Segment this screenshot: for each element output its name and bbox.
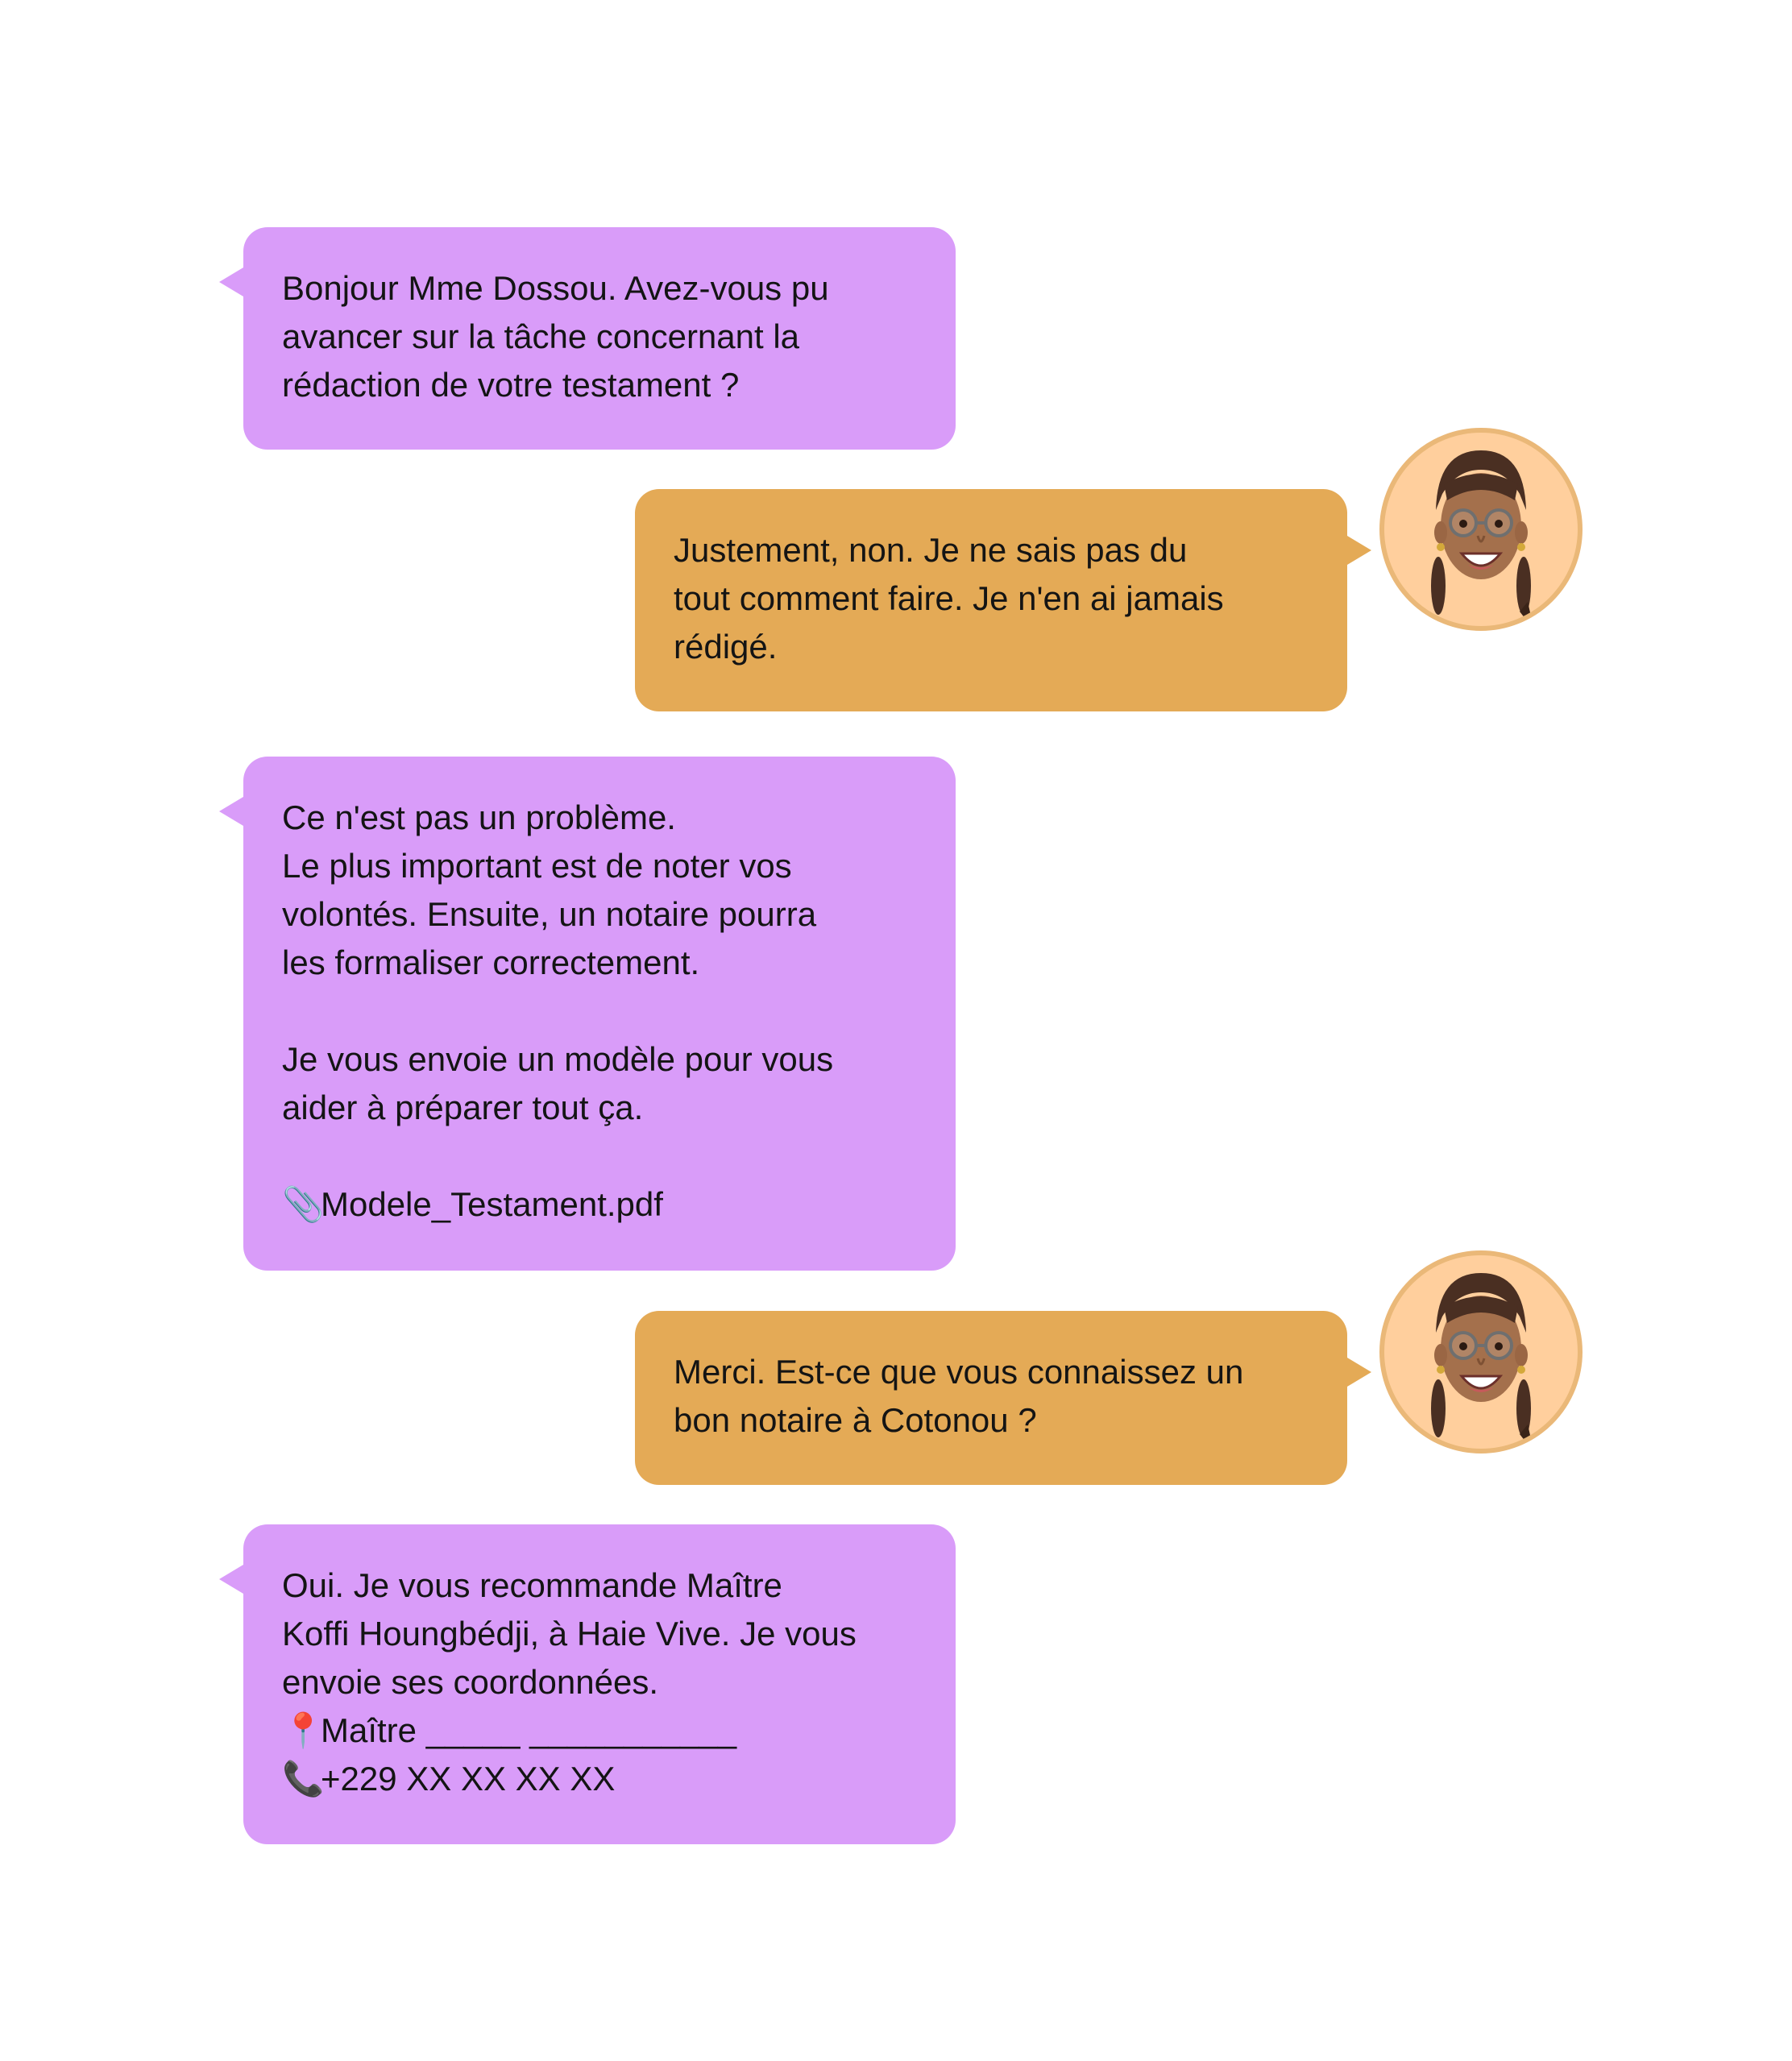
message-text-line: les formaliser correctement. [282,943,700,981]
message-bubble-incoming: Bonjour Mme Dossou. Avez-vous pu avancer… [219,227,956,450]
message-bubble-outgoing: Justement, non. Je ne sais pas du tout c… [635,489,1371,711]
contact-name-line: 📍Maître _____ ___________ [282,1706,917,1755]
paperclip-icon: 📎 [282,1185,325,1223]
message-text-line: bon notaire à Cotonou ? [674,1401,1037,1439]
contact-phone-line[interactable]: 📞+229 XX XX XX XX [282,1755,917,1803]
message-bubble-incoming: Ce n'est pas un problème. Le plus import… [219,757,956,1271]
message-text-line: rédigé. [674,628,778,666]
bubble-tail [219,1565,243,1594]
message-text-line: Merci. Est-ce que vous connaissez un [674,1353,1244,1391]
message-text-line: avancer sur la tâche concernant la [282,317,800,355]
contact-name: Maître _____ ___________ [321,1711,737,1749]
message-text-line [282,1132,917,1180]
message-text-line: envoie ses coordonnées. [282,1663,658,1701]
attachment-link[interactable]: 📎Modele_Testament.pdf [282,1180,917,1229]
message-text-line: Ce n'est pas un problème. [282,798,676,836]
message-text-line [282,987,917,1035]
contact-phone[interactable]: +229 XX XX XX XX [321,1760,616,1798]
message-text-line: Je vous envoie un modèle pour vous [282,1040,834,1078]
phone-icon: 📞 [282,1760,325,1798]
attachment-filename[interactable]: Modele_Testament.pdf [321,1185,663,1223]
bubble-tail [1347,1358,1371,1387]
message-text-line: tout comment faire. Je n'en ai jamais [674,579,1224,617]
message-text-line: aider à préparer tout ça. [282,1089,644,1126]
bubble-tail [1347,536,1371,565]
message-text-line: Bonjour Mme Dossou. Avez-vous pu [282,269,829,307]
location-pin-icon: 📍 [282,1711,325,1749]
message-text-line: Le plus important est de noter vos [282,847,792,885]
message-bubble-incoming: Oui. Je vous recommande Maître Koffi Hou… [219,1524,956,1844]
message-text-line: Koffi Houngbédji, à Haie Vive. Je vous [282,1615,857,1653]
message-text-line: Justement, non. Je ne sais pas du [674,531,1188,569]
bubble-tail [219,797,243,826]
bubble-tail [219,267,243,297]
message-text-line: Oui. Je vous recommande Maître [282,1566,782,1604]
message-text-line: rédaction de votre testament ? [282,366,740,404]
user-avatar [1379,428,1583,631]
message-bubble-outgoing: Merci. Est-ce que vous connaissez un bon… [635,1311,1371,1485]
memoji-woman-glasses-braids-icon [1431,450,1533,626]
user-avatar [1379,1250,1583,1453]
memoji-woman-glasses-braids-icon [1431,1273,1533,1449]
message-text-line: volontés. Ensuite, un notaire pourra [282,895,817,933]
